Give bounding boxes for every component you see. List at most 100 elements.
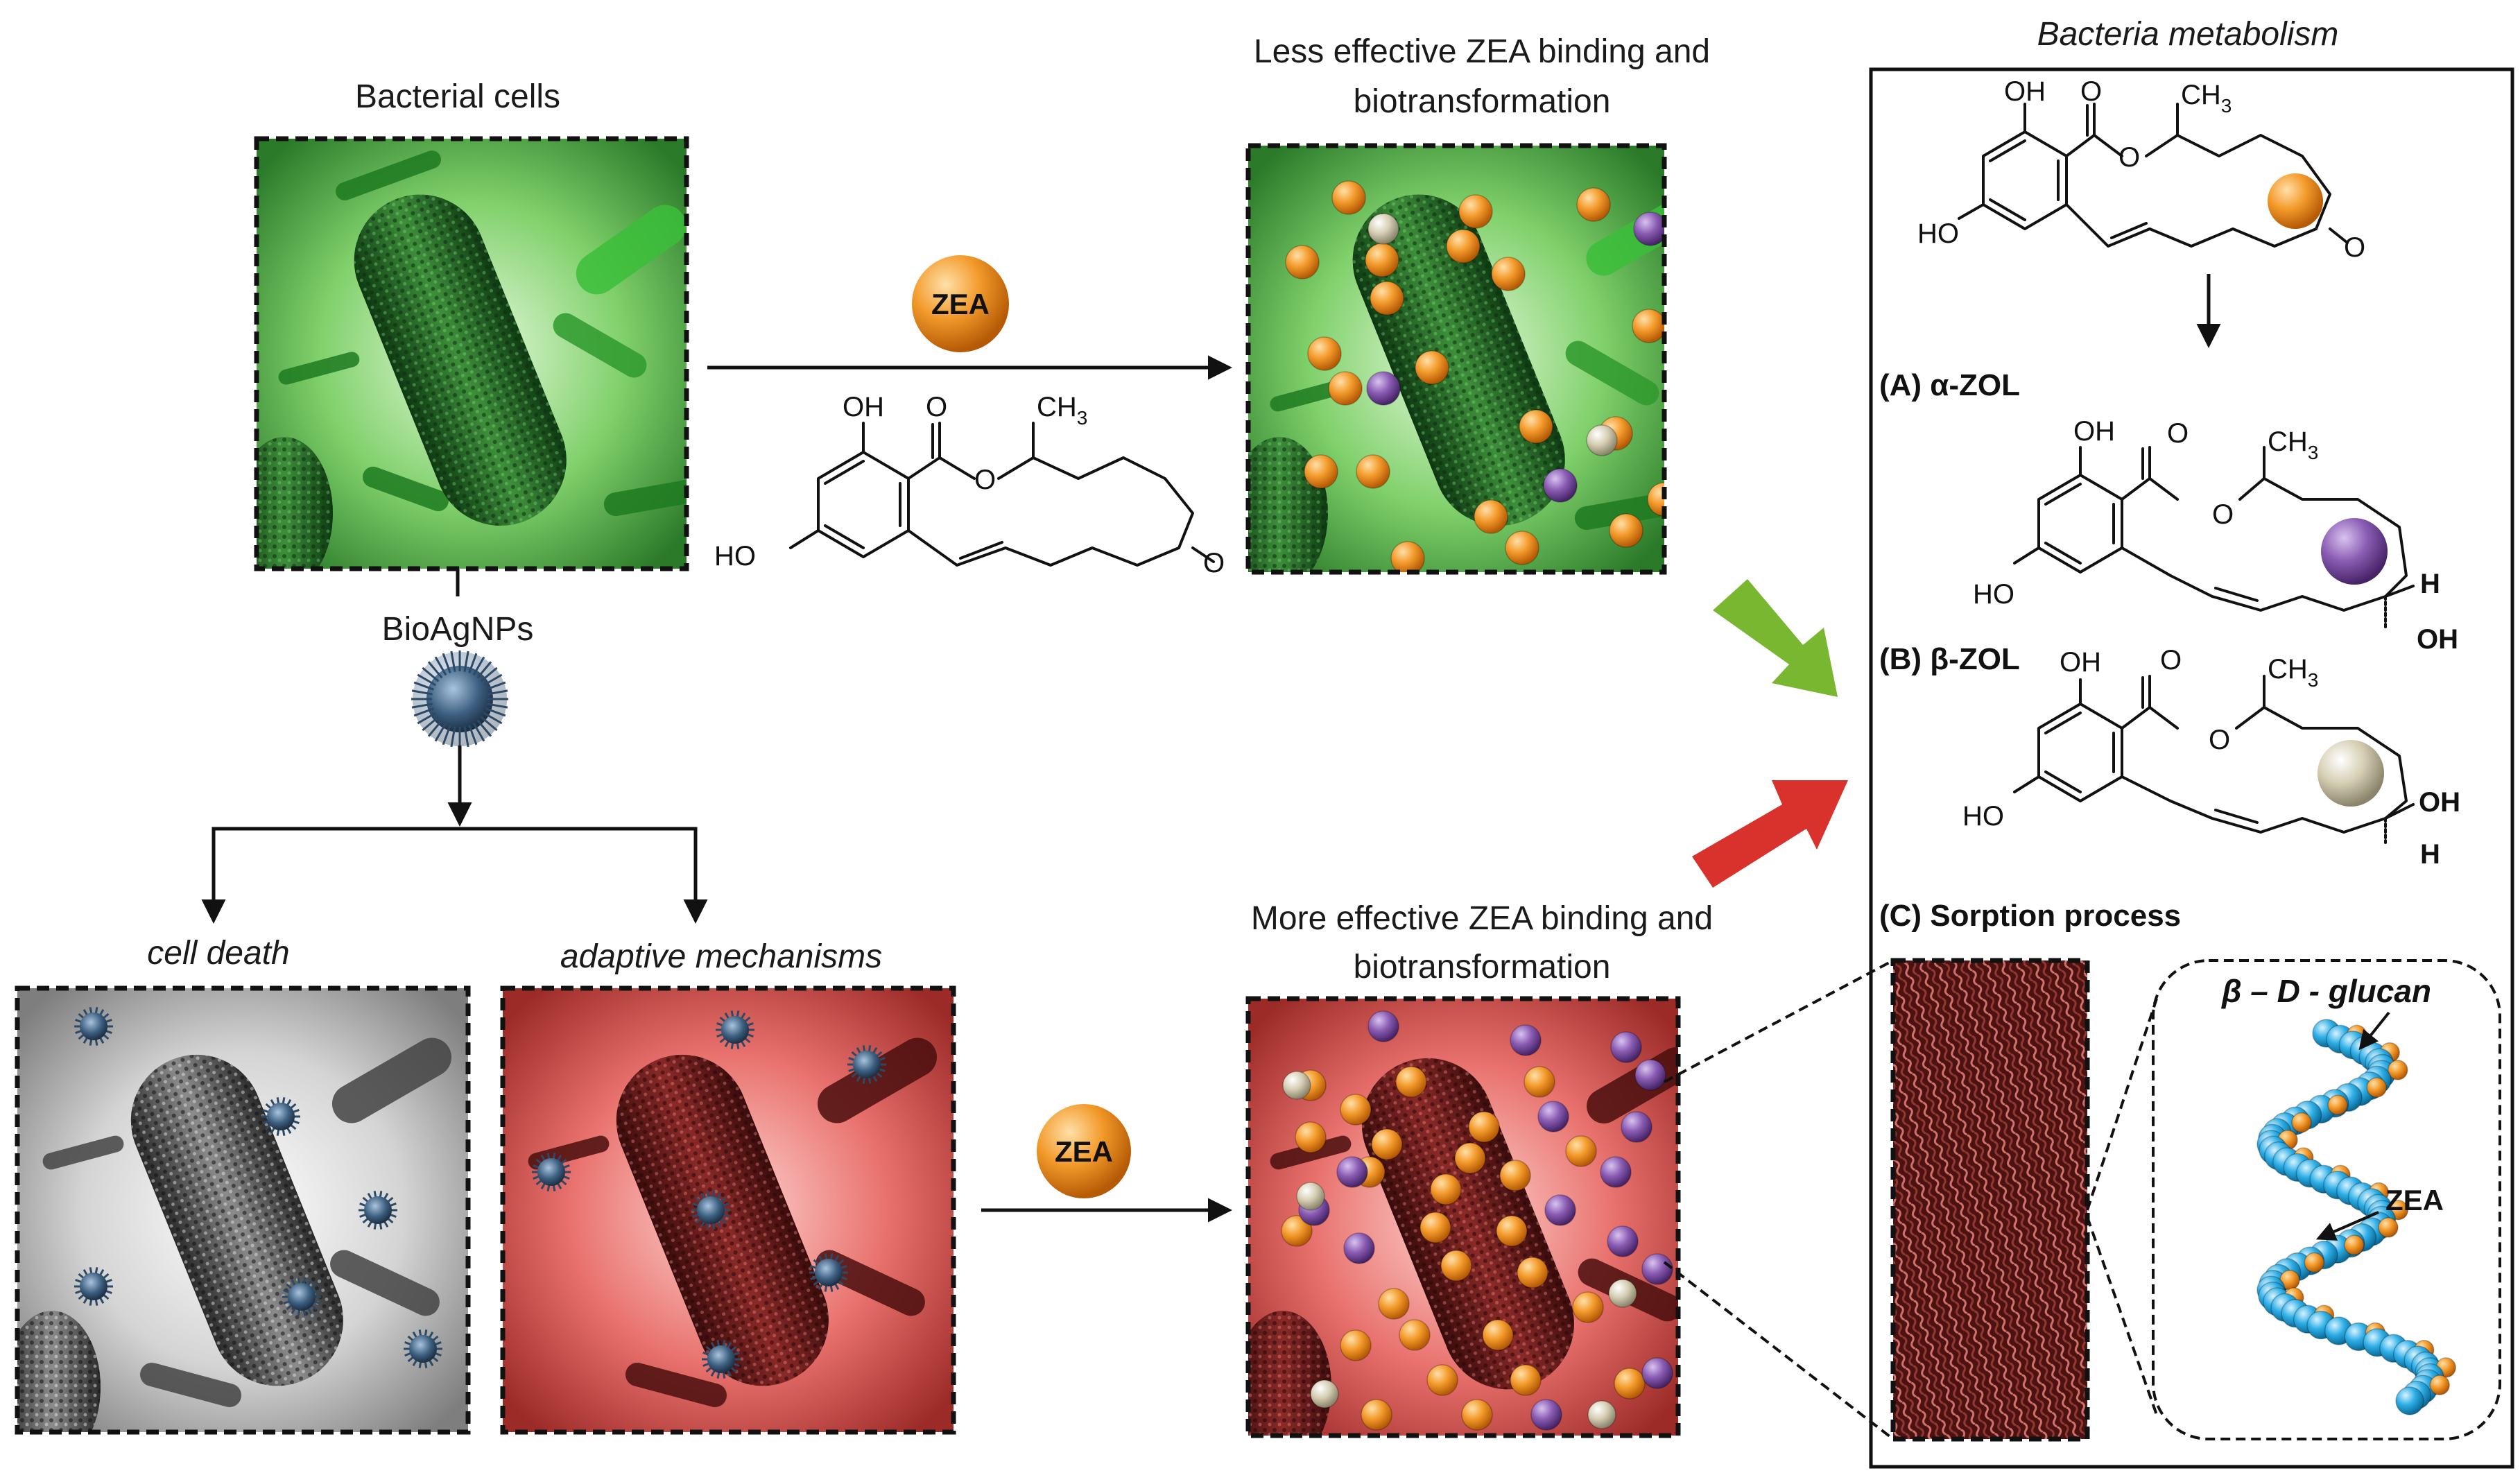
zea-particle: [1295, 1121, 1327, 1153]
beta-oh-top: OH: [2060, 647, 2101, 678]
label-less-effective-line1: Less effective ZEA binding and: [1254, 33, 1710, 70]
zoom-line-glucan-bottom: [2086, 1216, 2158, 1415]
beta-zol-particle: [1310, 1379, 1339, 1409]
zoom-line-top: [1664, 959, 1894, 1083]
nanoparticles-p3: [74, 1007, 442, 1368]
nanoparticle: [74, 1267, 113, 1306]
sorption-image: [1893, 961, 2087, 1439]
nanoparticle: [404, 1329, 442, 1368]
zea-ester-o: O: [974, 465, 996, 495]
zea-particle: [1517, 1257, 1548, 1289]
sorption-image-border: [1890, 958, 2090, 1442]
zea-particle: [1482, 1319, 1514, 1351]
zea-bound: [2378, 1217, 2399, 1238]
alpha-zol-particle: [1634, 1059, 1666, 1091]
zea-particle: [1572, 1291, 1604, 1323]
zea-particle: [1609, 513, 1643, 548]
zea-particle: [1440, 1250, 1472, 1282]
zea-bound: [2429, 1375, 2450, 1395]
label-adaptive-mechanisms: adaptive mechanisms: [560, 938, 882, 975]
alpha-h: H: [2420, 569, 2440, 599]
nanoparticle-icon: [411, 651, 508, 748]
panel-less-effective-border: [1245, 143, 1667, 575]
alpha-zol-particle: [1633, 212, 1664, 246]
beta-h: H: [2420, 839, 2440, 870]
panel-cell-death: [17, 988, 468, 1432]
box-zea-carbonyl-o: O: [2080, 76, 2102, 107]
label-bioagnps: BioAgNPs: [382, 611, 534, 648]
alpha-zol-particle: [1336, 1156, 1368, 1188]
alpha-ch3: CH3: [2268, 427, 2318, 463]
alpha-zol-particle: [1641, 1253, 1673, 1285]
label-more-effective-line1: More effective ZEA binding and: [1251, 900, 1713, 937]
alpha-zol-particle: [1544, 1194, 1576, 1226]
zea-particle: [1395, 1066, 1427, 1098]
alpha-carbonyl-o: O: [2167, 418, 2189, 449]
zea-badge-bottom-label: ZEA: [1055, 1135, 1113, 1168]
zoom-line-bottom: [1663, 1261, 1895, 1440]
zoom-line-glucan-top: [2086, 998, 2158, 1211]
alpha-zol-structure: OH HO O O CH3 H OH: [1973, 416, 2458, 655]
nanoparticle: [809, 1253, 848, 1292]
zea-particles-p5: [1281, 1010, 1673, 1431]
alpha-ho: HO: [1973, 579, 2014, 610]
zea-ch3: CH3: [1037, 392, 1087, 429]
zea-particle: [1430, 1173, 1462, 1205]
alpha-oh-top: OH: [2073, 416, 2115, 447]
label-beta-d-glucan: β – D - glucan: [2221, 973, 2431, 1009]
zea-particle: [1647, 482, 1664, 517]
zea-particle: [1399, 1319, 1431, 1351]
zea-structure-middle: OH HO O O CH3 O: [714, 392, 1225, 578]
panel-adaptive-mechanisms: [503, 988, 953, 1432]
zea-badge-top-label: ZEA: [931, 288, 990, 320]
zea-particle: [1419, 1212, 1451, 1243]
zea-bound: [2291, 1112, 2312, 1133]
zea-particle: [1370, 281, 1404, 316]
box-zea-ch3: CH3: [2181, 80, 2232, 117]
glucan-pointer: [2358, 1011, 2390, 1051]
label-alpha-zol: (A) α-ZOL: [1879, 368, 2020, 402]
zea-particle: [1491, 257, 1526, 291]
zea-particle: [1496, 1215, 1528, 1247]
zea-oh-label: OH: [843, 392, 884, 422]
zea-structure-box: OH HO O O CH3 O: [1917, 76, 2365, 263]
label-cell-death: cell death: [147, 935, 289, 972]
zea-ho-label: HO: [714, 541, 756, 571]
alpha-zol-particle: [1641, 1357, 1673, 1389]
zea-particle: [1461, 1399, 1493, 1431]
beta-zol-particle: [1587, 1400, 1616, 1429]
box-zea-ester-o: O: [2118, 142, 2140, 173]
beta-zol-particle: [1296, 1182, 1325, 1211]
panel-less-effective: [1248, 146, 1664, 572]
beta-oh-right: OH: [2419, 787, 2460, 818]
panel-more-effective-border: [1245, 996, 1681, 1438]
zea-particle: [1565, 1135, 1597, 1167]
zea-particle: [1378, 1288, 1410, 1320]
zea-badge-top: ZEA: [912, 255, 1009, 352]
nanoparticles-p4: [532, 1010, 886, 1379]
alpha-zol-particle: [1510, 1024, 1542, 1056]
label-beta-zol: (B) β-ZOL: [1879, 642, 2020, 676]
zea-particle: [1340, 1329, 1372, 1361]
zea-particle: [1505, 531, 1539, 565]
zea-particle: [1474, 499, 1508, 534]
zea-particle: [1285, 245, 1320, 279]
glucan-unit: [2395, 1386, 2424, 1415]
zea-badge-bottom: ZEA: [1037, 1104, 1131, 1198]
zea-bound: [2304, 1252, 2325, 1273]
beta-ester-o: O: [2209, 725, 2230, 755]
label-sorption-process: (C) Sorption process: [1879, 899, 2181, 933]
alpha-zol-particle: [1600, 1156, 1632, 1188]
label-bacterial-cells: Bacterial cells: [355, 78, 560, 115]
zea-particle: [1356, 454, 1390, 489]
zea-particles-p2: [1285, 180, 1664, 572]
glucan-structure: [2256, 1019, 2456, 1415]
zea-particle: [1614, 1368, 1646, 1399]
zea-particle: [1281, 1215, 1313, 1247]
zea-ketone-o: O: [1203, 548, 1225, 578]
box-zea-oh: OH: [2004, 76, 2046, 107]
zea-bound: [2366, 1077, 2388, 1098]
alpha-oh-bottom: OH: [2417, 624, 2458, 655]
alpha-zol-particle: [1610, 1031, 1642, 1063]
